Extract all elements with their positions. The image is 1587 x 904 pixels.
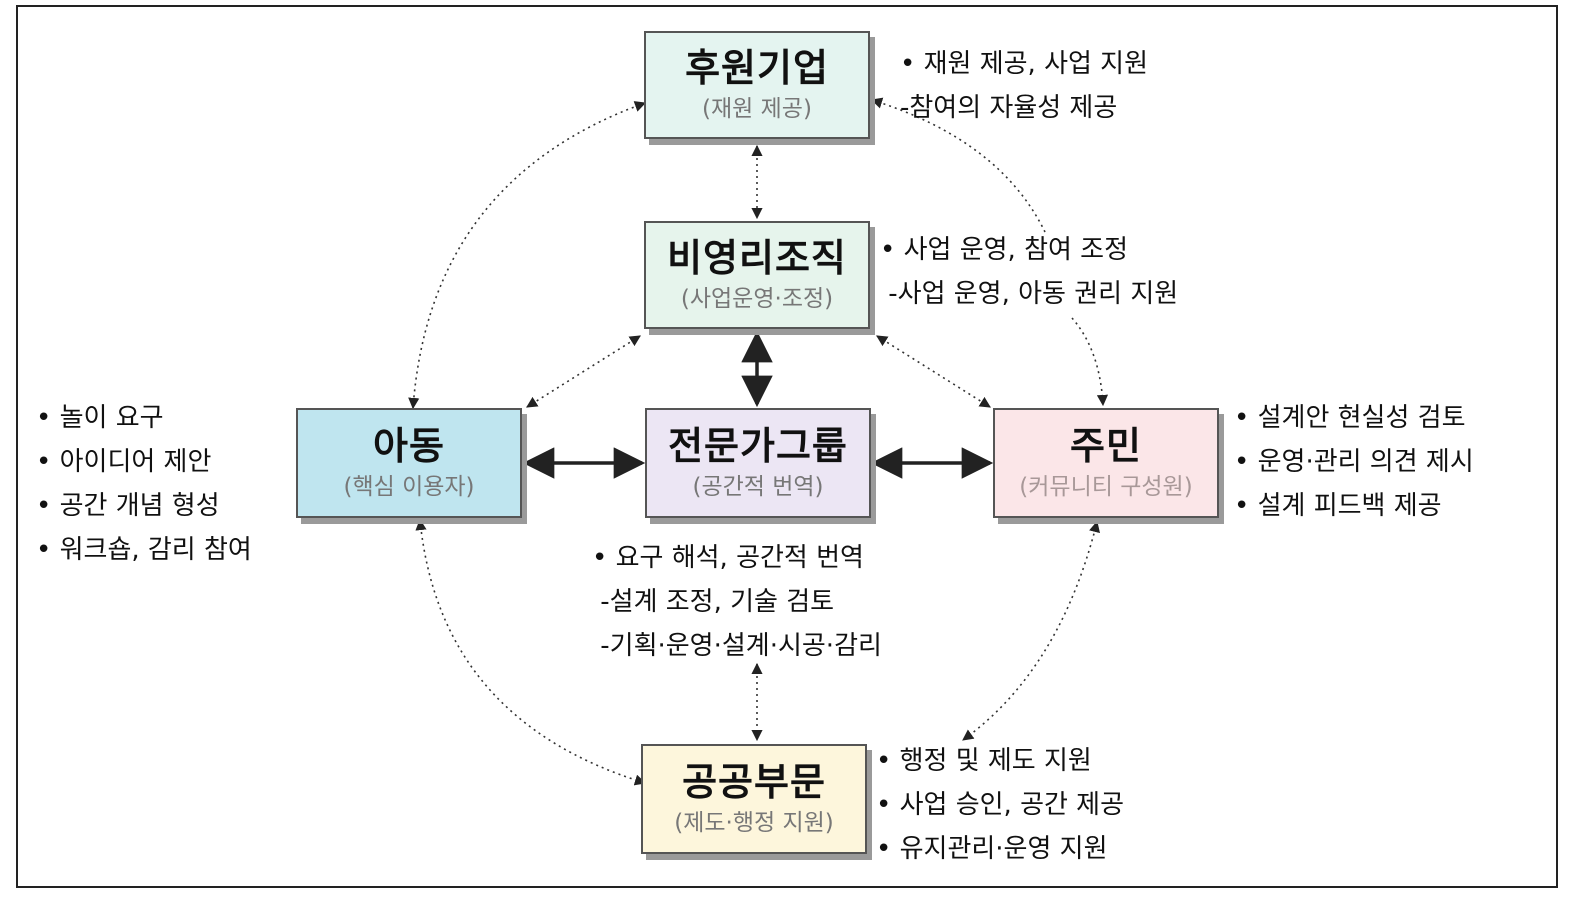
note-line: • 재원 제공, 사업 지원	[900, 49, 1149, 79]
notes-expert: • 요구 해석, 공간적 번역 -설계 조정, 기술 검토 -기획·운영·설계·…	[592, 536, 882, 668]
notes-sponsor: • 재원 제공, 사업 지원 -참여의 자율성 제공	[900, 42, 1148, 130]
node-expert: 전문가그룹 (공간적 번역)	[645, 408, 871, 518]
node-nonprofit-role: (사업운영·조정)	[680, 286, 834, 312]
link-resident-public	[962, 520, 1100, 741]
note-line: • 사업 승인, 공간 제공	[876, 790, 1125, 820]
node-child-role: (핵심 이용자)	[343, 474, 475, 500]
note-line: -설계 조정, 기술 검토	[592, 587, 835, 617]
node-sponsor-title: 후원기업	[685, 46, 829, 90]
note-line: -기획·운영·설계·시공·감리	[592, 631, 882, 661]
note-line: • 설계 피드백 제공	[1234, 491, 1442, 521]
note-line: • 워크숍, 감리 참여	[36, 535, 252, 565]
diagram-frame	[16, 5, 1558, 888]
note-line: • 요구 해석, 공간적 번역	[592, 543, 864, 573]
notes-resident: • 설계안 현실성 검토 • 운영·관리 의견 제시 • 설계 피드백 제공	[1234, 396, 1474, 528]
node-resident: 주민 (커뮤니티 구성원)	[993, 408, 1219, 518]
note-line: • 놀이 요구	[36, 403, 164, 433]
link-sponsor-resident	[870, 97, 1046, 233]
note-line: • 아이디어 제안	[36, 447, 212, 477]
note-line: • 유지관리·운영 지원	[876, 834, 1108, 864]
link-sponsor-child	[408, 101, 647, 410]
node-expert-title: 전문가그룹	[668, 424, 848, 468]
node-sponsor: 후원기업 (재원 제공)	[644, 31, 870, 139]
notes-nonprofit: • 사업 운영, 참여 조정 -사업 운영, 아동 권리 지원	[880, 228, 1178, 316]
link-child-public	[415, 518, 647, 786]
note-line: • 행정 및 제도 지원	[876, 746, 1092, 776]
node-child-title: 아동	[373, 424, 445, 468]
node-child: 아동 (핵심 이용자)	[296, 408, 522, 518]
node-public-title: 공공부문	[682, 760, 826, 804]
note-line: -참여의 자율성 제공	[900, 93, 1118, 123]
note-line: -사업 운영, 아동 권리 지원	[880, 279, 1179, 309]
link-nonprofit-resident	[876, 335, 991, 408]
note-line: • 사업 운영, 참여 조정	[880, 235, 1129, 265]
link-nonprofit-note-resident	[1071, 317, 1109, 407]
notes-public: • 행정 및 제도 지원 • 사업 승인, 공간 제공 • 유지관리·운영 지원	[876, 739, 1124, 871]
node-resident-role: (커뮤니티 구성원)	[1019, 474, 1193, 500]
node-public-role: (제도·행정 지원)	[674, 810, 834, 836]
notes-child: • 놀이 요구 • 아이디어 제안 • 공간 개념 형성 • 워크숍, 감리 참…	[36, 396, 252, 572]
note-line: • 공간 개념 형성	[36, 491, 220, 521]
node-sponsor-role: (재원 제공)	[702, 96, 812, 122]
node-expert-role: (공간적 번역)	[692, 474, 824, 500]
note-line: • 설계안 현실성 검토	[1234, 403, 1466, 433]
node-public: 공공부문 (제도·행정 지원)	[641, 744, 867, 854]
note-line: • 운영·관리 의견 제시	[1234, 447, 1474, 477]
link-nonprofit-child	[526, 335, 641, 408]
node-resident-title: 주민	[1070, 424, 1142, 468]
node-nonprofit-title: 비영리조직	[667, 236, 847, 280]
node-nonprofit: 비영리조직 (사업운영·조정)	[644, 221, 870, 329]
